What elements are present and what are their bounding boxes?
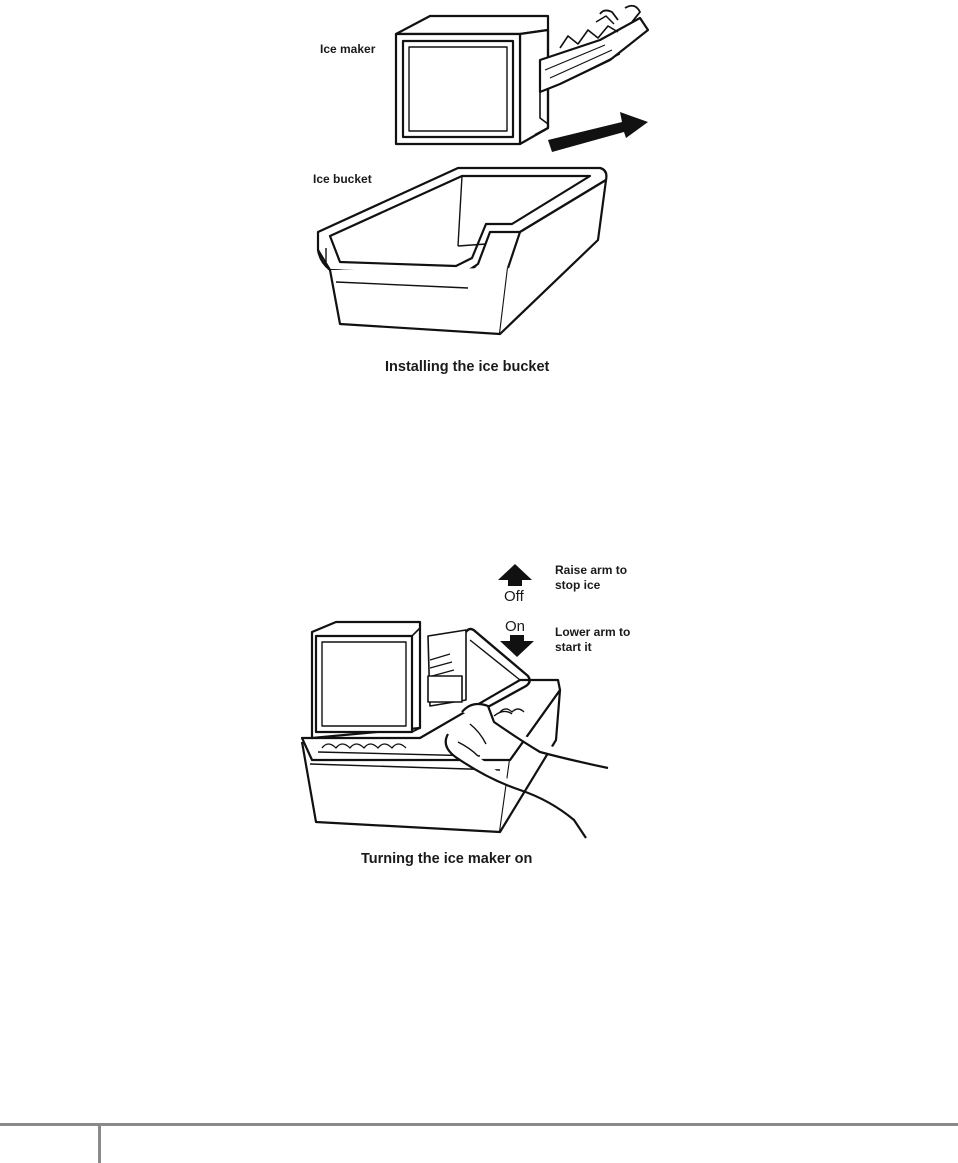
figure-caption: Installing the ice bucket [385,359,550,375]
footer-page-tick [98,1126,101,1163]
footer-divider [0,1123,958,1126]
ice-maker-with-hand-illustration [300,620,609,839]
insert-direction-arrow [548,112,648,152]
raise-arm-text-line2: stop ice [555,578,601,592]
ice-bucket-illustration [316,166,608,336]
ice-maker-illustration [394,4,650,152]
lower-arm-text-line2: start it [555,640,592,654]
arrow-up-icon [498,564,532,586]
raise-arm-text-line1: Raise arm to [555,563,628,577]
figure-caption: Turning the ice maker on [361,851,533,867]
arrow-down-icon [500,635,534,657]
ice-bucket-label: Ice bucket [313,172,372,186]
on-label: On [505,618,526,635]
ice-maker-label: Ice maker [320,42,376,56]
off-label: Off [504,588,524,605]
lower-arm-text-line1: Lower arm to [555,625,631,639]
